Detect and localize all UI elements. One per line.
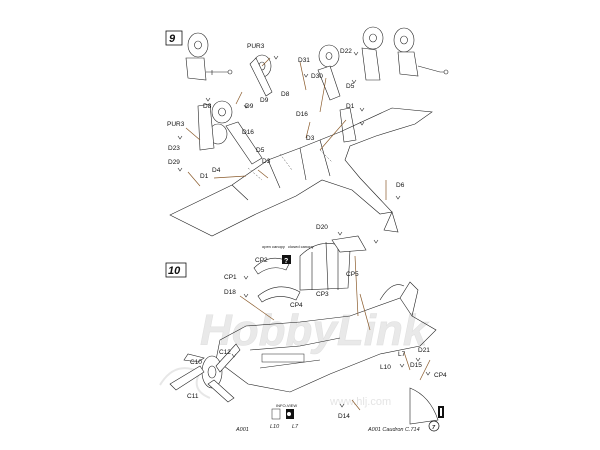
- step-9: 9: [165, 26, 449, 237]
- label-d5-b: D5: [256, 147, 265, 154]
- label-d14: D14: [338, 413, 350, 420]
- detail-note: INFO-VIEW: [276, 403, 297, 408]
- footer-left-code: A001: [235, 427, 249, 433]
- propeller: [169, 343, 241, 403]
- canopy-option-icon: [282, 255, 291, 264]
- step-9-box: [165, 30, 183, 46]
- right-gear-wheels: [361, 26, 449, 81]
- part-labels-step9: PUR3 D22 D31 D30 D9 D8 D5 D16 D8 D9 D1 P…: [167, 43, 405, 189]
- footer-right-text: A001 Caudron C.714: [367, 427, 420, 433]
- svg-text:?: ?: [284, 258, 288, 265]
- label-d8-b: D8: [203, 103, 212, 110]
- label-d18: D18: [224, 289, 236, 296]
- label-d1-a: D1: [346, 103, 355, 110]
- label-c11: C11: [187, 393, 199, 400]
- step-10-number: 10: [168, 265, 181, 277]
- page-number: 7: [432, 425, 436, 431]
- aircraft-fuselage-step10: [215, 255, 437, 411]
- label-cp4-b: CP4: [434, 372, 447, 379]
- label-d23: D23: [168, 145, 180, 152]
- step-10-box: [165, 262, 187, 278]
- closed-canopy-label: closed canopy: [288, 244, 314, 249]
- part-labels-step10: D20 CP2 CP5 CP1 D18 CP4 CP3 C12 C10 C11 …: [187, 224, 447, 420]
- label-d21: D21: [418, 347, 430, 354]
- label-d29: D29: [168, 159, 180, 166]
- canopy-parts: ?: [253, 235, 367, 303]
- label-d31: D31: [298, 57, 310, 64]
- label-d16-b: D16: [242, 129, 254, 136]
- glue-marks-step10: [231, 231, 431, 408]
- watermark-site: www.hlj.com: [329, 396, 391, 408]
- label-d30: D30: [311, 73, 323, 80]
- label-d9-a: D9: [260, 97, 269, 104]
- label-cp1: CP1: [224, 274, 237, 281]
- open-canopy-label: open canopy: [262, 244, 285, 249]
- detail-inset: INFO-VIEW L10 L7: [270, 403, 299, 430]
- detail-label-l7: L7: [292, 424, 299, 430]
- glue-marks-step9: [177, 51, 401, 200]
- page-number-circle: [428, 420, 440, 432]
- watermark: HobbyLink www.hlj.com: [159, 306, 430, 408]
- label-d1-b: D1: [200, 173, 209, 180]
- step-9-number: 9: [169, 33, 176, 45]
- label-cp5: CP5: [346, 271, 359, 278]
- leader-lines-step9: [185, 57, 387, 200]
- label-c10: C10: [190, 359, 202, 366]
- label-d9-b: D9: [245, 103, 254, 110]
- label-d5-a: D5: [346, 83, 355, 90]
- label-d4: D4: [212, 167, 221, 174]
- aircraft-underside-step9: [169, 107, 433, 237]
- label-cp4-a: CP4: [290, 302, 303, 309]
- label-cp2: CP2: [255, 257, 268, 264]
- label-d22: D22: [340, 48, 352, 55]
- label-l10: L10: [380, 364, 391, 371]
- gear-struts: [197, 44, 357, 165]
- label-cp3: CP3: [316, 291, 329, 298]
- left-gear-wheel: [185, 32, 233, 81]
- label-d16-a: D16: [296, 111, 308, 118]
- step-10: 10 ? open canopy closed canopy: [165, 224, 447, 430]
- label-d8-a: D8: [281, 91, 290, 98]
- label-c12: C12: [219, 349, 231, 356]
- label-d3-b: D3: [306, 135, 315, 142]
- watermark-brand: HobbyLink: [200, 306, 430, 355]
- label-d20: D20: [316, 224, 328, 231]
- label-pur3-left: PUR3: [167, 121, 185, 128]
- label-d3-a: D3: [262, 158, 271, 165]
- label-d6: D6: [396, 182, 405, 189]
- label-l7: L7: [398, 351, 406, 358]
- label-pur3-top: PUR3: [247, 43, 265, 50]
- label-d15: D15: [410, 362, 422, 369]
- footer: A001 A001 Caudron C.714 7: [235, 420, 440, 433]
- detail-label-l10: L10: [270, 424, 280, 430]
- tail-section: [409, 387, 444, 425]
